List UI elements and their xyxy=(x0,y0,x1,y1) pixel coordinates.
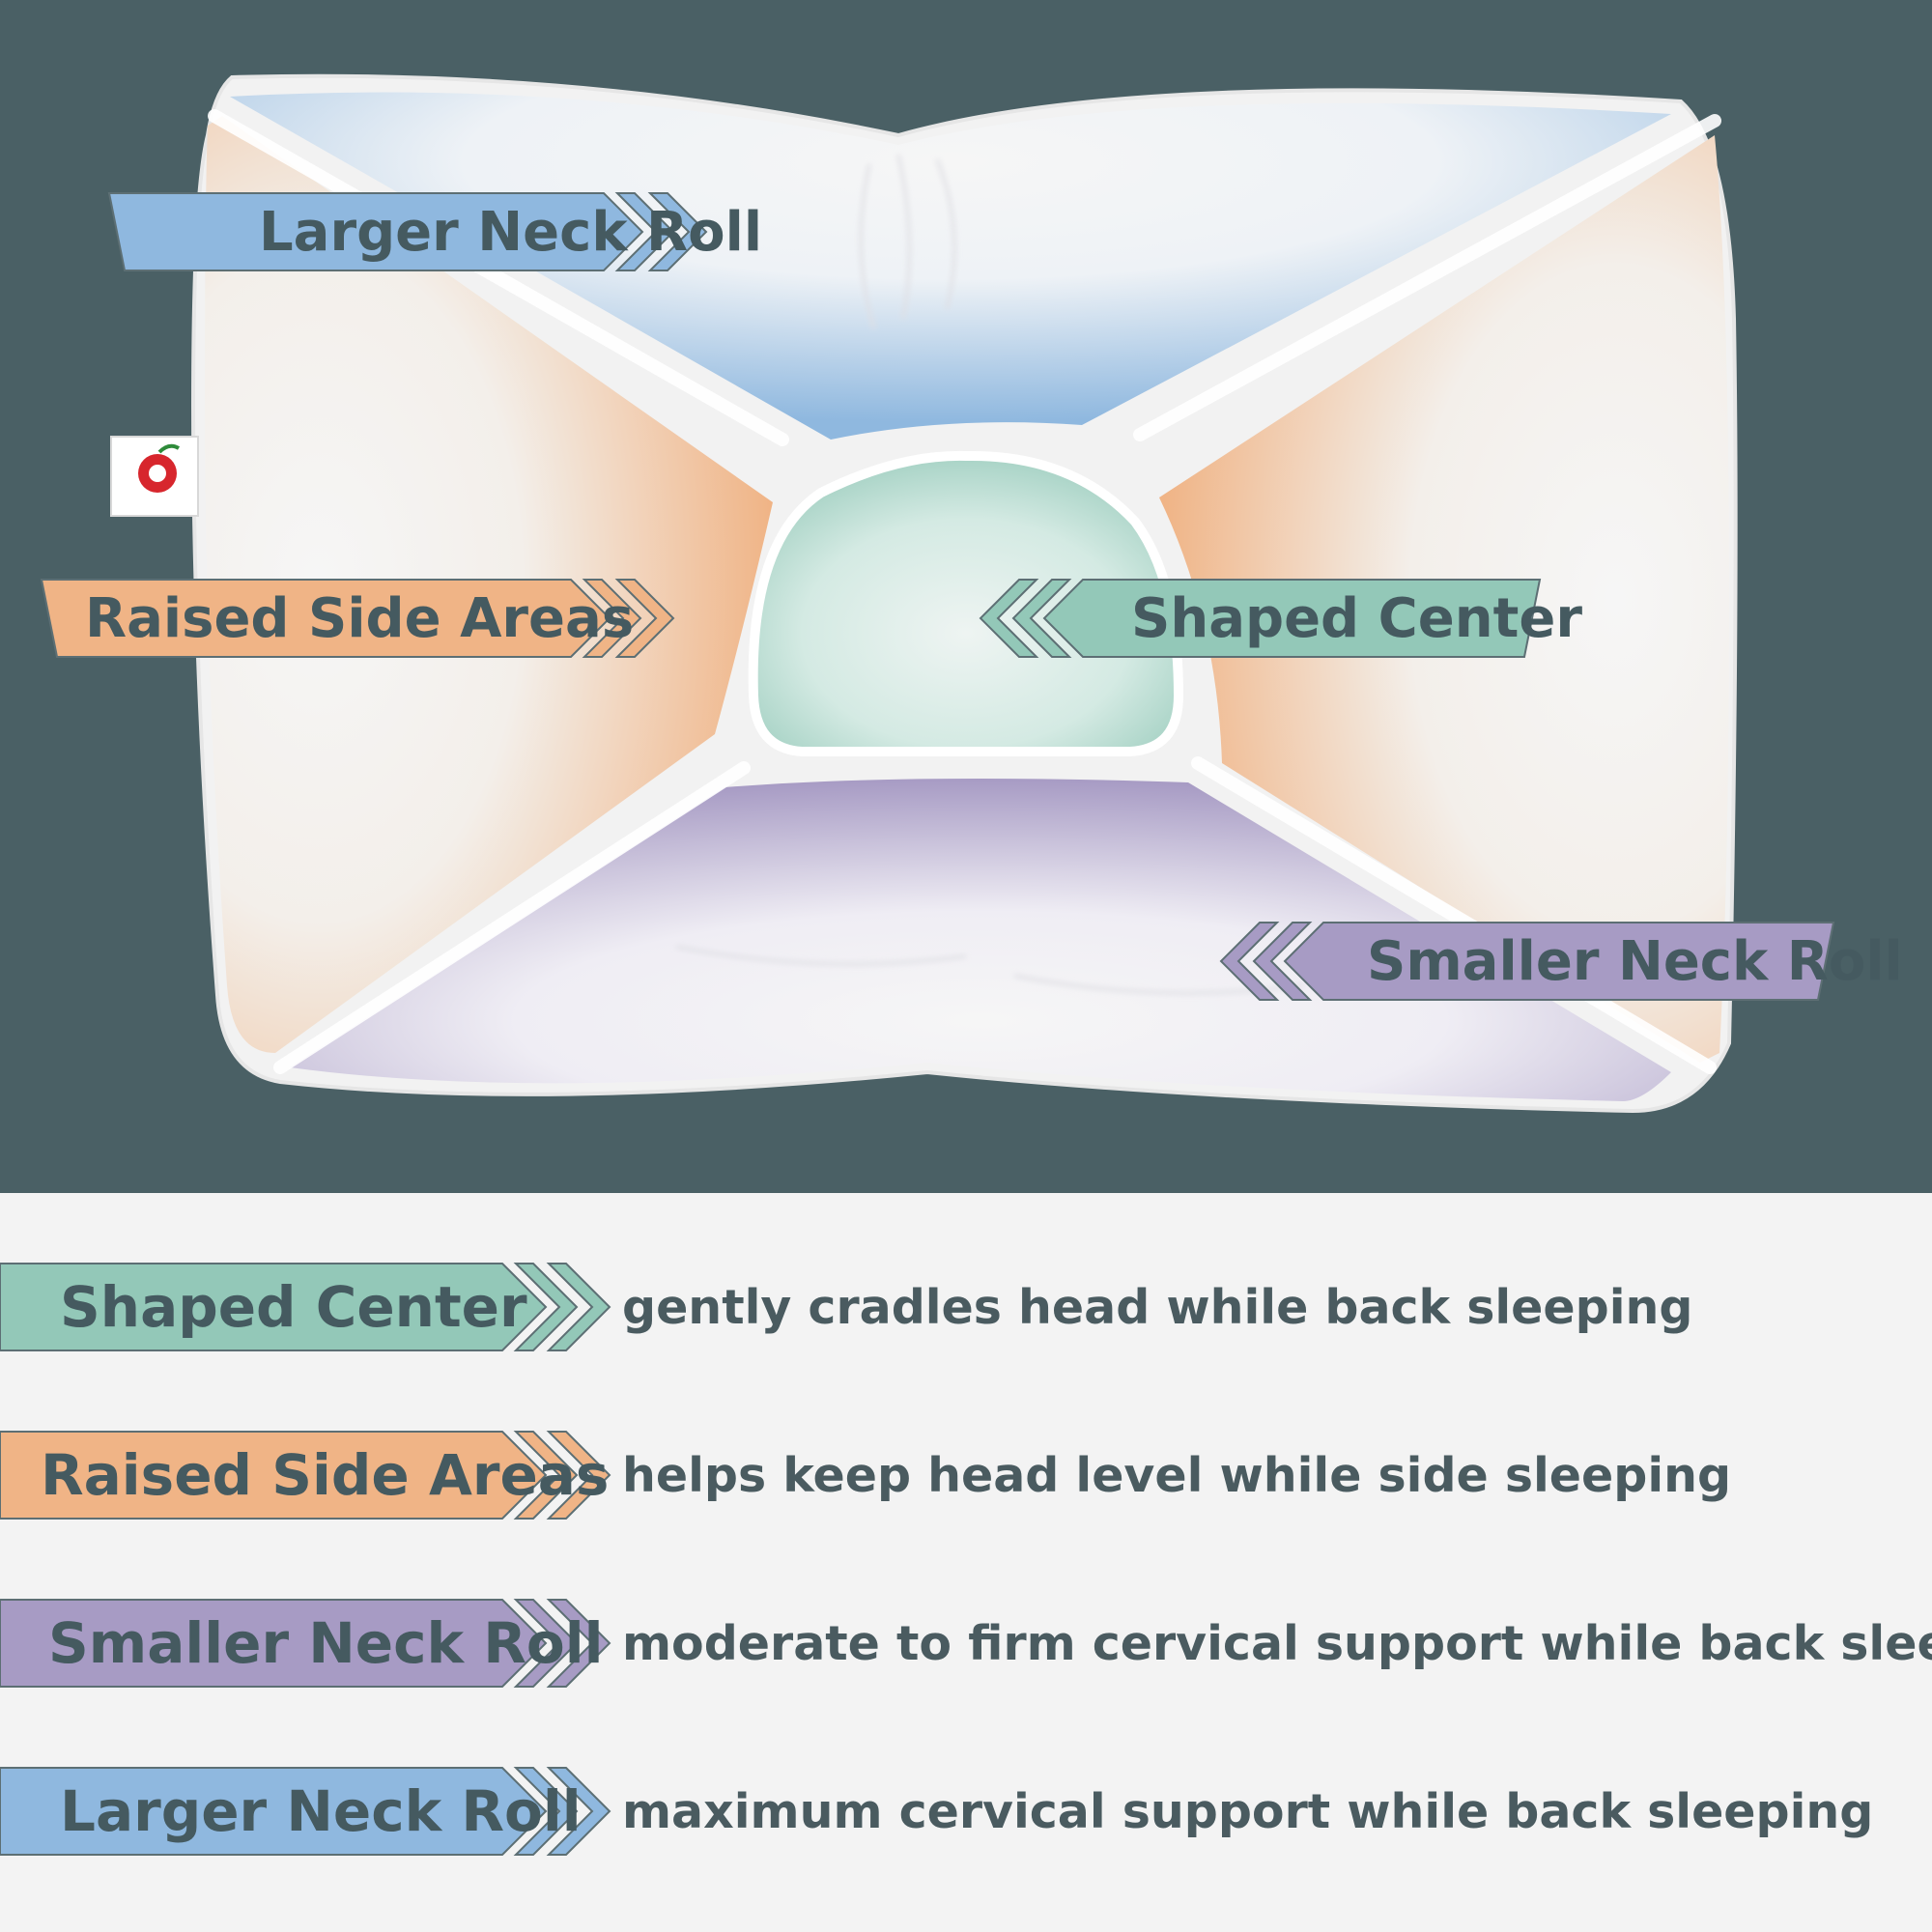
tag-body xyxy=(107,192,644,271)
larger-neck-roll-zone xyxy=(230,92,1671,440)
tag-chevron-icon xyxy=(513,1263,579,1351)
tag-label: Larger Neck Roll xyxy=(60,1778,582,1844)
tag-chevron-icon xyxy=(546,1263,611,1351)
smaller-neck-roll-zone xyxy=(290,779,1671,1101)
legend-description: helps keep head level while side sleepin… xyxy=(622,1447,1732,1503)
tag-shape xyxy=(0,1431,611,1520)
tag-label: Shaped Center xyxy=(60,1274,527,1340)
tag-shape xyxy=(979,579,1542,658)
tag-shape xyxy=(40,579,675,658)
legend-description: gently cradles head while back sleeping xyxy=(622,1279,1693,1335)
legend-description: maximum cervical support while back slee… xyxy=(622,1783,1874,1839)
callout-shaped-center: Shaped Center xyxy=(979,579,1582,658)
tag-chevron-icon xyxy=(614,192,675,271)
tag-label: Raised Side Areas xyxy=(41,1442,610,1508)
legend-tag-smaller-neck-roll: Smaller Neck Roll xyxy=(0,1599,611,1688)
tag-label: Smaller Neck Roll xyxy=(1367,929,1903,993)
callout-larger-neck-roll: Larger Neck Roll xyxy=(107,192,763,271)
legend-tag-larger-neck-roll: Larger Neck Roll xyxy=(0,1767,611,1856)
pillow-brand-tag xyxy=(110,436,199,517)
tag-shape xyxy=(107,192,708,271)
tag-label: Raised Side Areas xyxy=(85,586,635,650)
tag-shape xyxy=(0,1263,611,1351)
tag-chevron-icon xyxy=(546,1599,611,1688)
tag-chevron-icon xyxy=(647,192,708,271)
shaped-center-zone xyxy=(748,450,1184,756)
tag-body xyxy=(0,1431,548,1520)
tag-chevron-icon xyxy=(513,1431,579,1520)
tag-chevron-icon xyxy=(546,1767,611,1856)
callout-smaller-neck-roll: Smaller Neck Roll xyxy=(1219,922,1903,1001)
legend-tag-shaped-center: Shaped Center xyxy=(0,1263,611,1351)
tag-body xyxy=(0,1599,548,1688)
tag-chevron-icon xyxy=(1011,579,1072,658)
tag-chevron-icon xyxy=(546,1431,611,1520)
tag-body xyxy=(40,579,611,658)
tag-body xyxy=(1283,922,1835,1001)
tag-body xyxy=(0,1767,548,1856)
tag-body xyxy=(1042,579,1542,658)
tag-shape xyxy=(1219,922,1835,1001)
tag-chevron-icon xyxy=(614,579,675,658)
tag-shape xyxy=(0,1767,611,1856)
pillow-seams xyxy=(208,109,1721,1074)
tag-label: Larger Neck Roll xyxy=(259,200,763,264)
tag-chevron-icon xyxy=(513,1599,579,1688)
tag-chevron-icon xyxy=(582,579,642,658)
tag-label: Smaller Neck Roll xyxy=(48,1610,604,1676)
tag-chevron-icon xyxy=(979,579,1039,658)
tag-label: Shaped Center xyxy=(1131,586,1582,650)
tag-shape xyxy=(0,1599,611,1688)
tag-chevron-icon xyxy=(513,1767,579,1856)
legend-tag-raised-side-areas: Raised Side Areas xyxy=(0,1431,611,1520)
callout-raised-side-areas: Raised Side Areas xyxy=(40,579,675,658)
legend-description: moderate to firm cervical support while … xyxy=(622,1615,1932,1671)
tag-chevron-icon xyxy=(1252,922,1313,1001)
tag-chevron-icon xyxy=(1219,922,1280,1001)
tag-body xyxy=(0,1263,548,1351)
